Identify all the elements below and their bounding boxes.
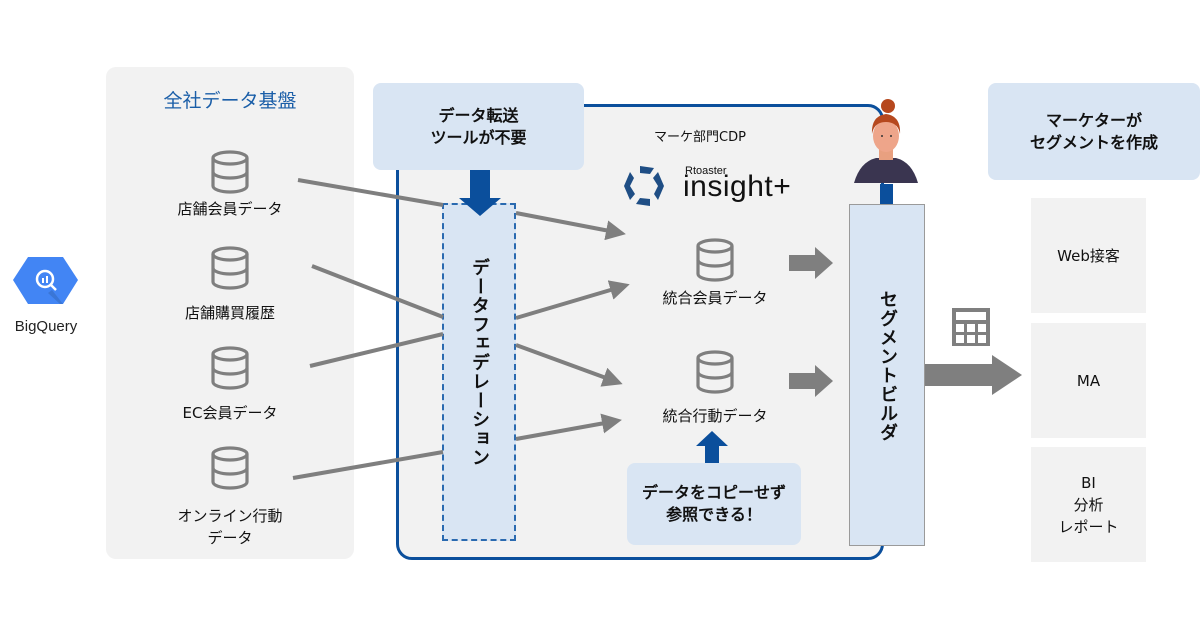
data-federation-label: データフェデレーション	[469, 258, 490, 467]
segment-builder-box	[849, 204, 925, 546]
database-icon	[210, 446, 250, 494]
integrated-behavior-data-label: 統合行動データ	[662, 407, 768, 425]
source-label-online-behavior: オンライン行動 データ	[177, 507, 283, 547]
company-data-platform-title: 全社データ基盤	[163, 90, 297, 112]
rtoaster-hexagon-icon	[624, 166, 664, 206]
no-copy-callout: データをコピーせず 参照できる！	[627, 463, 801, 545]
output-ma: MA	[1031, 323, 1146, 438]
database-icon	[210, 246, 250, 294]
output-arrow	[925, 355, 1022, 395]
database-icon	[210, 346, 250, 394]
source-label-store-members: 店舗会員データ	[177, 200, 283, 218]
database-icon	[210, 150, 250, 198]
source-label-ec-members: EC会員データ	[182, 404, 278, 422]
database-icon	[695, 238, 735, 286]
integrated-member-data-label: 統合会員データ	[662, 289, 768, 307]
source-label-store-purchases: 店舗購買履歴	[184, 304, 275, 322]
rtoaster-logo	[620, 162, 668, 214]
logo-small-text: Rtoaster	[685, 165, 727, 177]
bigquery-hexagon-icon	[13, 257, 78, 304]
no-transfer-tool-callout: データ転送 ツールが不要	[373, 83, 584, 170]
database-icon	[695, 350, 735, 398]
data-federation-box	[442, 203, 516, 541]
calculator-icon	[952, 308, 990, 346]
marketing-cdp-label: マーケ部門CDP	[654, 130, 746, 145]
segment-builder-label: セグメントビルダ	[877, 290, 898, 442]
logo-main-text: insight+	[683, 170, 792, 203]
output-web-engagement: Web接客	[1031, 198, 1146, 313]
bigquery-label: BigQuery	[14, 318, 78, 335]
output-bi-report: BI 分析 レポート	[1031, 447, 1146, 562]
marketer-callout: マーケターが セグメントを作成	[988, 83, 1200, 180]
